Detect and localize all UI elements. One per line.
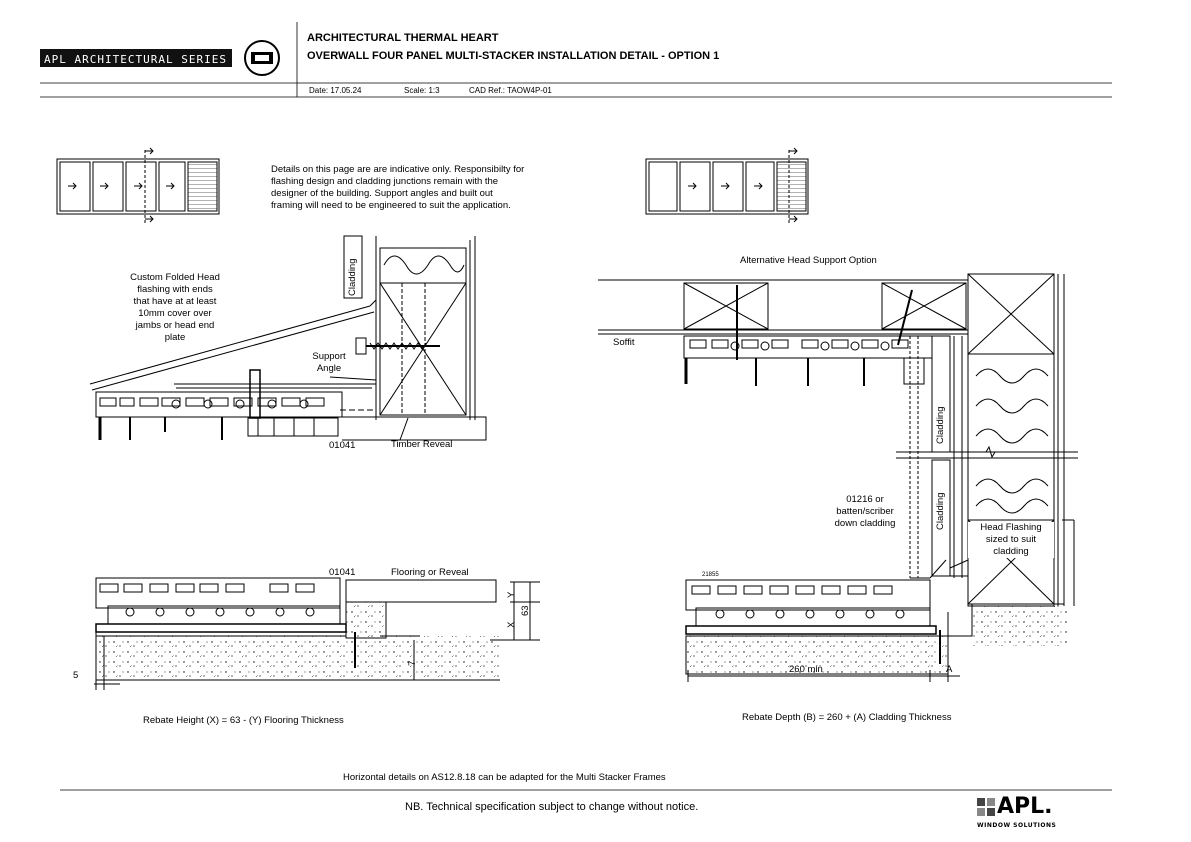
title-line-2: OVERWALL FOUR PANEL MULTI-STACKER INSTAL… (307, 50, 720, 62)
support-angle-line: Angle (316, 363, 342, 374)
left-sill-detail (94, 577, 540, 690)
flashing-note-line: Custom Folded Head (130, 272, 220, 283)
rebate-depth-formula: Rebate Depth (B) = 260 + (A) Cladding Th… (742, 712, 952, 723)
scriber-note-line: down cladding (834, 518, 896, 529)
scale-label: Scale: 1:3 (404, 86, 440, 95)
apl-brand-sub: WINDOW SOLUTIONS (977, 822, 1057, 829)
apl-brand-text: APL. (997, 794, 1053, 819)
right-sill-detail (685, 577, 1068, 682)
disclaimer-line: Details on this page are are indicative … (271, 164, 525, 175)
flashing-note-line: 10mm cover over (138, 308, 212, 319)
logo-emblem (244, 40, 280, 76)
disclaimer-line: designer of the building. Support angles… (271, 188, 493, 199)
alt-support-label: Alternative Head Support Option (740, 255, 877, 266)
dim-5: 5 (73, 670, 79, 681)
plan-mini-right (645, 147, 809, 225)
cad-ref-label: CAD Ref.: TAOW4P-01 (469, 86, 552, 95)
rebate-height-formula: Rebate Height (X) = 63 - (Y) Flooring Th… (143, 715, 344, 726)
profile-code-left-sill: 01041 (329, 567, 356, 578)
nb-note: NB. Technical specification subject to c… (405, 801, 699, 813)
disclaimer-line: framing will need to be engineered to su… (271, 200, 511, 211)
dim-x: X (506, 621, 517, 628)
cladding-label-left: Cladding (347, 258, 358, 297)
disclaimer-note: Details on this page are are indicative … (271, 164, 524, 212)
title-line-1: ARCHITECTURAL THERMAL HEART (307, 32, 499, 44)
cladding-label-upper: Cladding (935, 406, 946, 445)
date-label: Date: 17.05.24 (309, 86, 362, 95)
flashing-note: Custom Folded Head flashing with ends th… (120, 272, 230, 344)
series-logo: APL ARCHITECTURAL SERIES (40, 49, 232, 67)
profile-code-left-head: 01041 (329, 440, 356, 451)
dim-y: Y (506, 591, 517, 598)
support-angle-line: Support (312, 351, 346, 362)
support-angle-label: Support Angle (300, 351, 358, 375)
cladding-label-lower: Cladding (935, 492, 946, 531)
timber-reveal-label: Timber Reveal (391, 439, 453, 450)
disclaimer-line: flashing design and cladding junctions r… (271, 176, 499, 187)
soffit-label: Soffit (613, 337, 635, 348)
scriber-note: 01216 or batten/scriber down cladding (820, 494, 910, 530)
scriber-note-line: 01216 or (846, 494, 884, 505)
flashing-note-line: that have at at least (133, 296, 217, 307)
profile-code-right-sill: 21855 (702, 572, 719, 578)
head-flashing-line: Head Flashing (980, 522, 1042, 533)
dim-63: 63 (520, 605, 531, 616)
flashing-note-line: plate (164, 332, 186, 343)
head-flashing-line: cladding (993, 546, 1029, 557)
apl-brand-mark (977, 798, 995, 816)
flashing-note-line: jambs or head end (135, 320, 215, 331)
flooring-label: Flooring or Reveal (391, 567, 469, 578)
scriber-note-line: batten/scriber (836, 506, 894, 517)
left-head-detail (89, 235, 487, 441)
dim-260: 260 min (789, 664, 823, 675)
dim-a: A (946, 664, 953, 675)
horizontal-details-note: Horizontal details on AS12.8.18 can be a… (343, 772, 666, 783)
flashing-note-line: flashing with ends (137, 284, 213, 295)
head-flashing-line: sized to suit (985, 534, 1037, 545)
dim-7: 7 (407, 660, 418, 666)
plan-mini-left (56, 147, 220, 225)
head-flashing-note: Head Flashing sized to suit cladding (968, 522, 1054, 558)
